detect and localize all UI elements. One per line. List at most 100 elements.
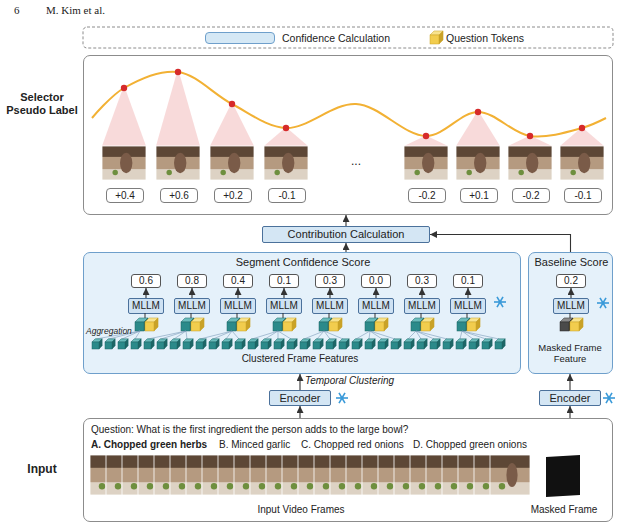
- video-frame: [282, 455, 322, 495]
- frame-part: [422, 153, 434, 173]
- mllm-box: MLLM: [358, 298, 394, 314]
- frame-part: [426, 463, 437, 487]
- video-frame: [410, 455, 450, 495]
- frame-part: [250, 455, 290, 495]
- video-frame: [508, 146, 552, 180]
- running-head: M. Kim et al.: [46, 4, 105, 17]
- frame-part: [138, 455, 178, 495]
- contribution-fans: [102, 72, 604, 146]
- frame-part: [298, 455, 338, 468]
- frame-part: [102, 169, 146, 180]
- frame-part: [394, 463, 405, 487]
- frame-part: [156, 146, 200, 157]
- fan: [404, 136, 448, 146]
- panel-heading: Selector Pseudo Label: [3, 91, 81, 116]
- video-frame: [442, 455, 482, 495]
- frame-part: [264, 146, 308, 157]
- video-frame: [210, 146, 254, 180]
- frame-part: [218, 482, 258, 495]
- mllm-box: MLLM: [404, 298, 440, 314]
- frame-part: [282, 455, 322, 495]
- frame-part: [282, 455, 322, 495]
- snowflake-core: [341, 397, 344, 400]
- frame-part: [211, 483, 217, 489]
- video-frame: [426, 455, 466, 495]
- frame-part: [218, 463, 229, 487]
- snowflake-arm: [606, 393, 612, 403]
- node-text: MLLM: [454, 300, 482, 312]
- feature-label: Clustered Frame Features: [200, 353, 400, 365]
- frame-part: [291, 483, 297, 489]
- process-box: Contribution Calculation: [262, 226, 430, 243]
- frame-part: [458, 455, 498, 495]
- frame-part: [122, 463, 133, 487]
- frame-part: [106, 463, 117, 487]
- frame-part: [426, 455, 466, 468]
- frame-part: [202, 455, 242, 495]
- flow-arrow: [345, 243, 346, 252]
- snowflake-arm: [336, 397, 348, 399]
- frame-part: [170, 455, 210, 495]
- frame-part: [378, 455, 418, 495]
- frame-part: [202, 482, 242, 495]
- contribution-value: -0.1: [564, 188, 602, 203]
- frame-part: [282, 463, 293, 487]
- frame-part: [410, 463, 421, 487]
- frame-part: [250, 455, 290, 495]
- frame-part: [99, 483, 105, 489]
- frame-part: [138, 455, 178, 495]
- frame-part: [474, 455, 514, 468]
- video-frame: [170, 455, 210, 495]
- flow-arrow: [299, 374, 300, 390]
- frame-part: [186, 455, 226, 468]
- fan: [102, 88, 146, 146]
- video-frame: [474, 455, 514, 495]
- frame-part: [234, 463, 245, 487]
- frame-part: [355, 483, 361, 489]
- frame-part: [90, 455, 130, 468]
- frame-part: [106, 455, 146, 495]
- frame-part: [339, 483, 345, 489]
- node-text: MLLM: [557, 300, 585, 312]
- encoder-box: Encoder: [539, 390, 601, 406]
- mllm-box: MLLM: [266, 298, 302, 314]
- frame-part: [90, 455, 130, 495]
- frame-part: [410, 455, 450, 495]
- video-frame: [202, 455, 242, 495]
- node-text: 0.8: [185, 275, 199, 287]
- frozen-icon: [336, 393, 348, 403]
- frame-part: [147, 483, 153, 489]
- frame-part: [282, 482, 322, 495]
- node-text: 0.3: [415, 275, 429, 287]
- frame-part: [404, 169, 448, 180]
- node-text: 0.0: [369, 275, 383, 287]
- frame-part: [186, 455, 226, 495]
- curve-point: [175, 69, 181, 75]
- frame-part: [120, 153, 132, 173]
- video-frame: [362, 455, 402, 495]
- frame-part: [156, 146, 200, 180]
- frame-part: [410, 482, 450, 495]
- feature-label: Masked Frame Feature: [530, 343, 610, 365]
- frame-part: [298, 455, 338, 495]
- fan: [264, 128, 308, 146]
- video-frame: [404, 146, 448, 180]
- mllm-box: MLLM: [553, 298, 589, 314]
- frame-part: [234, 455, 274, 468]
- frame-part: [234, 455, 274, 495]
- legend-text: Confidence Calculation: [282, 32, 390, 44]
- curve-point: [423, 133, 429, 139]
- frame-part: [264, 169, 308, 180]
- frame-part: [174, 153, 186, 173]
- frame-part: [458, 455, 498, 468]
- node-text: 0.6: [139, 275, 153, 287]
- frame-part: [456, 169, 500, 180]
- curve-point: [229, 101, 235, 107]
- snowflake-arm: [603, 397, 615, 399]
- frame-part: [274, 170, 279, 175]
- node-text: -0.2: [418, 190, 435, 202]
- frame-part: [442, 455, 482, 495]
- frame-part: [560, 146, 604, 180]
- node-text: +0.4: [115, 190, 135, 202]
- encoder-box: Encoder: [269, 390, 331, 406]
